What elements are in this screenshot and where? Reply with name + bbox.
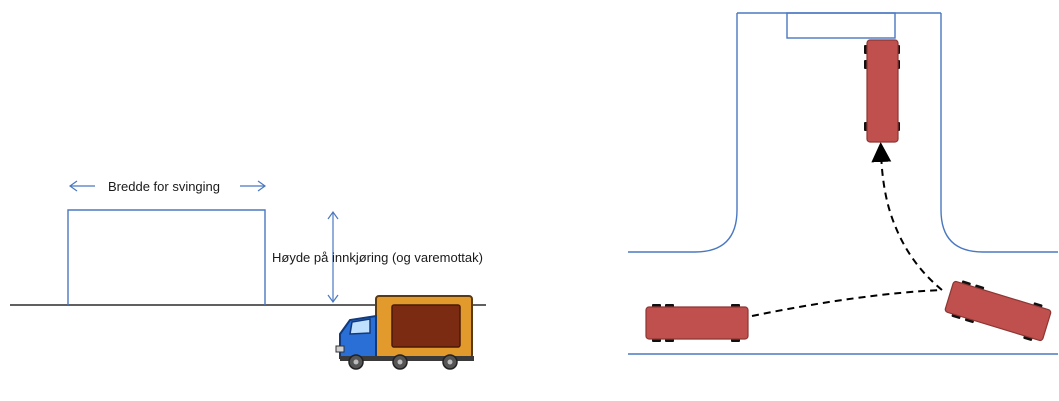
turning-path [751, 142, 945, 317]
delivery-truck-icon [335, 295, 474, 370]
left-panel: Bredde for svinging Høyde på innkjøring … [10, 179, 486, 370]
width-label: Bredde for svinging [108, 179, 220, 194]
right-panel [628, 12, 1058, 355]
loading-bay [786, 12, 896, 39]
vehicle-start [645, 304, 749, 342]
height-arrow [327, 210, 339, 304]
vehicle-at-bay [864, 39, 900, 143]
height-label: Høyde på innkjøring (og varemottak) [272, 250, 483, 265]
road-outline [628, 12, 1058, 355]
width-arrows [68, 180, 267, 192]
entrance-opening-outline [67, 209, 266, 305]
vehicle-turning [944, 280, 1052, 342]
